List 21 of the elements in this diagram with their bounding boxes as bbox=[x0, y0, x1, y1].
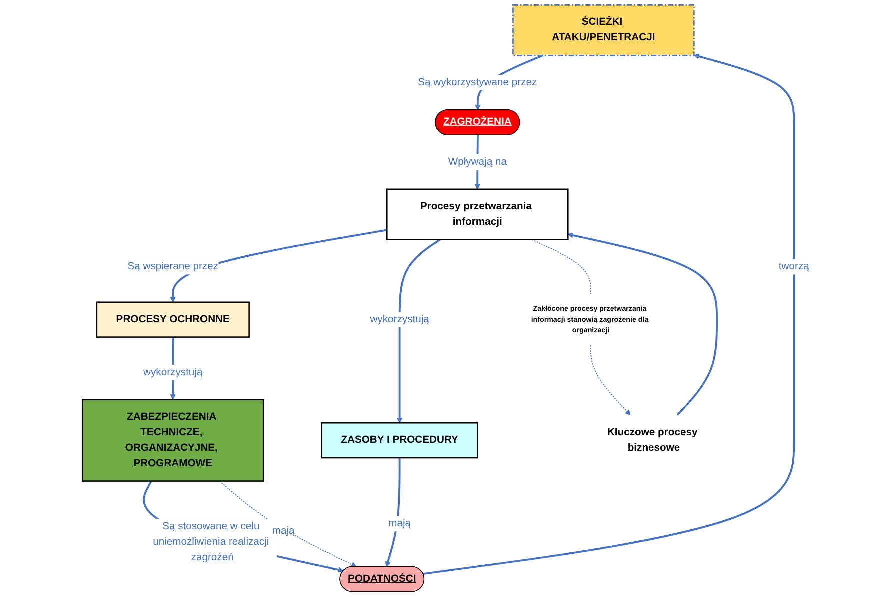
arrow bbox=[590, 345, 631, 416]
connector bbox=[532, 239, 592, 295]
node-box: Procesy przetwarzania informacji bbox=[386, 188, 569, 240]
edge-label: wykorzystują bbox=[144, 366, 203, 378]
edge-label: Wpływają na bbox=[448, 156, 507, 168]
edge-label: mają bbox=[388, 518, 412, 530]
edge-label: mają bbox=[272, 525, 295, 536]
edge-label: tworzą bbox=[778, 261, 810, 272]
arrow bbox=[396, 239, 441, 424]
edge-label: Są stosowane w celu uniemożliwienia realizacji zagrożeń bbox=[153, 521, 270, 564]
node-box: ŚCIEŻKI ATAKU/PENETRACJI bbox=[512, 4, 695, 56]
node-box: ZASOBY I PROCEDURY bbox=[321, 422, 478, 459]
edge-label: wykorzystują bbox=[370, 314, 430, 326]
arrow bbox=[385, 458, 401, 568]
node-box: PROCESY OCHRONNE bbox=[96, 302, 250, 338]
node-text: Kluczowe procesy biznesowe bbox=[607, 426, 698, 454]
arrow bbox=[568, 232, 718, 416]
edge-label: Są wykorzystywane przez bbox=[418, 76, 538, 88]
edge-label: Są wspierane przez bbox=[128, 261, 219, 272]
arrow bbox=[219, 480, 357, 568]
node-box: ZABEZPIECZENIA TECHNICZE, ORGANIZACYJNE, PROGRAMOWE bbox=[82, 399, 264, 482]
